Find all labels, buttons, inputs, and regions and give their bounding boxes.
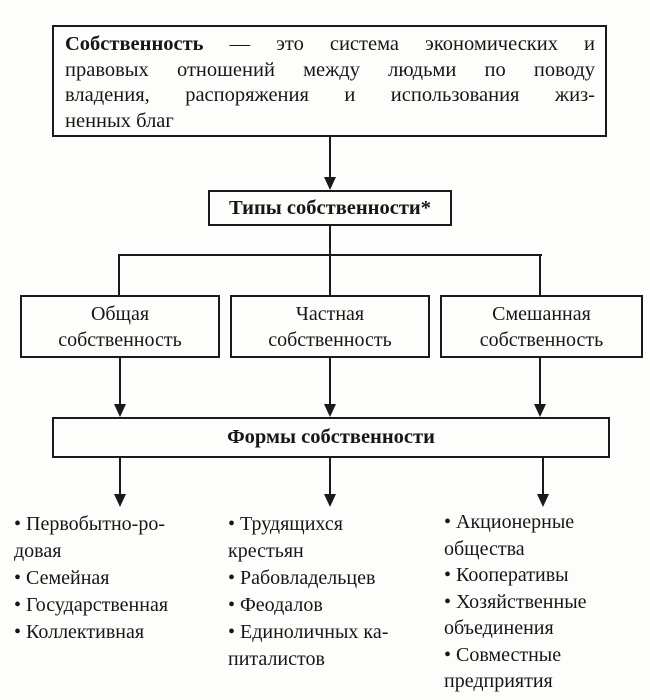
text-line: Смешанная (492, 303, 591, 325)
connector-middle-leg-line (329, 254, 331, 295)
text-line: • Коллективная (14, 621, 145, 643)
arrow-forms-to-list2-line (329, 458, 331, 495)
text-line: питалистов (228, 648, 325, 670)
text-line: • Первобытно-ро- (14, 513, 166, 535)
connector-stem-line (329, 226, 331, 256)
arrow-mixed-to-forms-line (539, 358, 541, 405)
text-line: • Акционерные (444, 511, 575, 533)
text-line: собственность (268, 329, 392, 351)
text-line: • Кооперативы (444, 564, 569, 586)
forms-list-private: • Трудящихся крестьян • Рабовладельцев • Фе… (228, 511, 388, 673)
forms-of-ownership-box: Формы собственности (52, 417, 610, 458)
text-line: • Семейная (14, 567, 110, 589)
definition-line-1: Собственность — это система экономически… (65, 32, 595, 58)
arrow-down-icon (537, 494, 549, 507)
arrow-down-icon (324, 177, 336, 190)
text-line: • Хозяйственные (444, 590, 587, 613)
text-line: • Трудящихся (228, 513, 343, 535)
arrow-private-to-forms-line (329, 358, 331, 405)
text-line: • Феодалов (228, 594, 323, 616)
forms-list-common: • Первобытно-ро-довая • Семейная • Государ… (14, 511, 168, 646)
text-line: Общая (90, 303, 150, 325)
text-line: • Единоличных ка- (228, 621, 389, 643)
type-box-private-ownership: Частная собственность (230, 295, 430, 358)
arrow-common-to-forms-line (119, 358, 121, 405)
connector-left-leg-line (118, 254, 120, 295)
text-line: собственность (58, 329, 182, 351)
text-line: • Совместные (444, 643, 562, 666)
text-line: объединения (444, 617, 554, 639)
text-line: предприятия (444, 670, 553, 692)
text-line: • Рабовладельцев (228, 567, 376, 589)
text-line: собственность (479, 329, 604, 351)
definition-term: Собственность (65, 33, 204, 55)
definition-line-4: ненных благ (65, 110, 174, 133)
text-line: Частная (295, 303, 365, 325)
forms-list-mixed: • Акционерные общества • Кооперативы • Хозя… (444, 509, 587, 695)
definition-line-2: правовых отношений между людьми по повод… (65, 58, 595, 81)
arrow-down-icon (114, 494, 126, 507)
text-line: • Государственная (14, 594, 169, 616)
definition-line-3: владения, распоряжения и использования ж… (65, 84, 595, 107)
definition-line-1-rest: — это система экономических и (203, 33, 595, 55)
arrow-down-icon (324, 494, 336, 507)
arrow-down-icon (534, 404, 546, 417)
text-line: общества (444, 537, 525, 560)
text-line: крестьян (228, 540, 304, 562)
type-box-common-ownership: Общая собственность (20, 295, 220, 358)
arrow-down-icon (324, 404, 336, 417)
arrow-down-icon (114, 404, 126, 417)
definition-box: Собственность — это система экономически… (52, 25, 607, 137)
arrow-forms-to-list1-line (119, 458, 121, 495)
types-of-ownership-box: Типы собственности* (208, 190, 452, 226)
connector-right-leg-line (539, 254, 541, 295)
arrow-forms-to-list3-line (542, 458, 544, 495)
arrow-definition-to-types-line (329, 137, 331, 178)
text-line: довая (14, 540, 62, 562)
type-box-mixed-ownership: Смешанная собственность (440, 295, 643, 358)
